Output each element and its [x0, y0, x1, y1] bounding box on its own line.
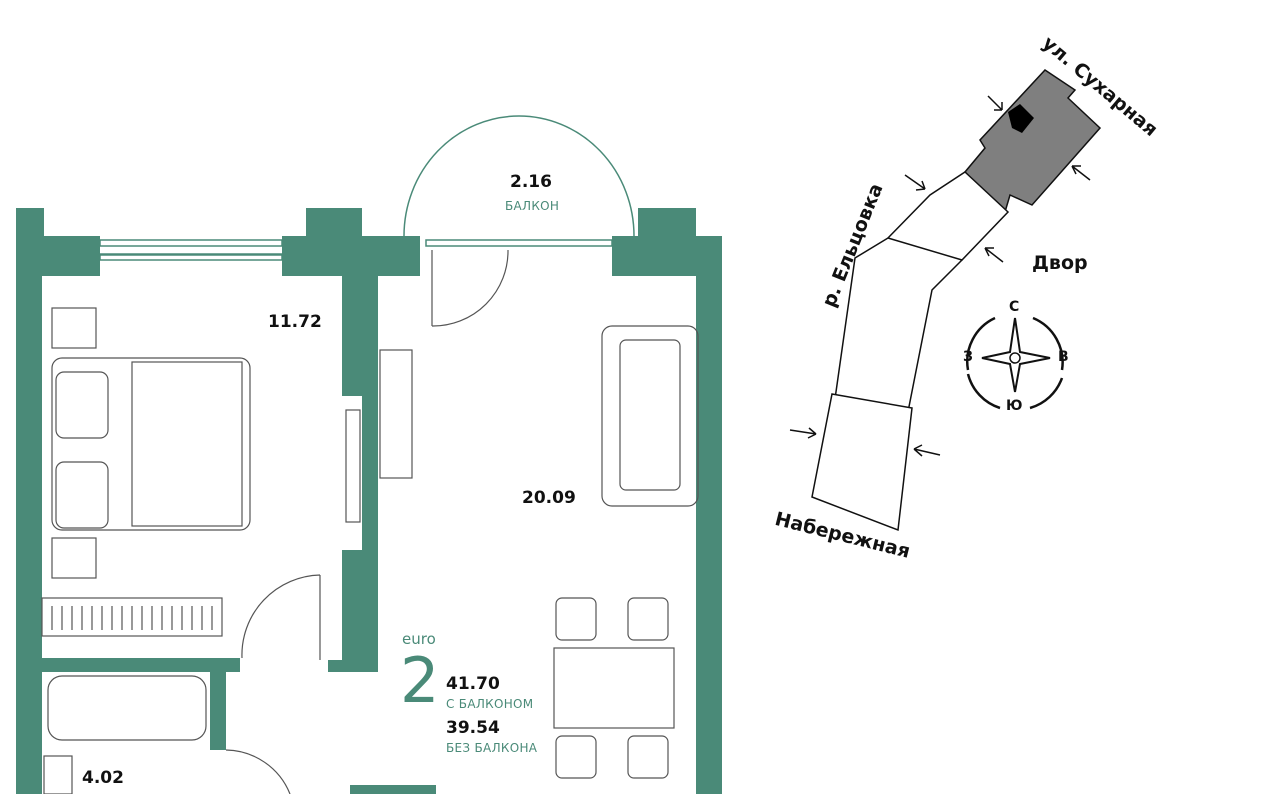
- bed: [51, 357, 251, 531]
- balcony-label: БАЛКОН: [505, 199, 560, 213]
- bathroom-area: 4.02: [82, 768, 124, 788]
- compass-west: З: [963, 349, 973, 365]
- windows: [99, 239, 613, 261]
- area-without-balcony: 39.54: [446, 718, 500, 738]
- current-apartment-marker: [1008, 104, 1034, 133]
- living-area: 20.09: [522, 488, 576, 508]
- bedroom-area: 11.72: [268, 312, 322, 332]
- area-with-balcony: 41.70: [446, 674, 500, 694]
- dining-table: [553, 647, 675, 729]
- walls: [16, 208, 722, 794]
- furniture: [41, 249, 699, 794]
- apartment-type: euro: [402, 630, 436, 648]
- balcony-area: 2.16: [510, 172, 552, 192]
- door-bedroom: [241, 574, 321, 660]
- site-plan: [789, 69, 1102, 532]
- yard-label: Двор: [1032, 252, 1088, 274]
- room-count: 2: [400, 644, 440, 717]
- balcony-outline: [403, 115, 635, 237]
- sofa: [601, 325, 699, 507]
- current-building: [963, 69, 1102, 214]
- compass-east: В: [1058, 349, 1069, 365]
- door-bath: [225, 749, 291, 794]
- compass-south: Ю: [1006, 398, 1023, 414]
- bathtub: [47, 675, 207, 741]
- with-balcony-label: С БАЛКОНОМ: [446, 697, 534, 711]
- without-balcony-label: БЕЗ БАЛКОНА: [446, 741, 538, 755]
- compass: [966, 316, 1064, 410]
- door-balcony: [431, 249, 509, 327]
- compass-north: С: [1009, 299, 1020, 315]
